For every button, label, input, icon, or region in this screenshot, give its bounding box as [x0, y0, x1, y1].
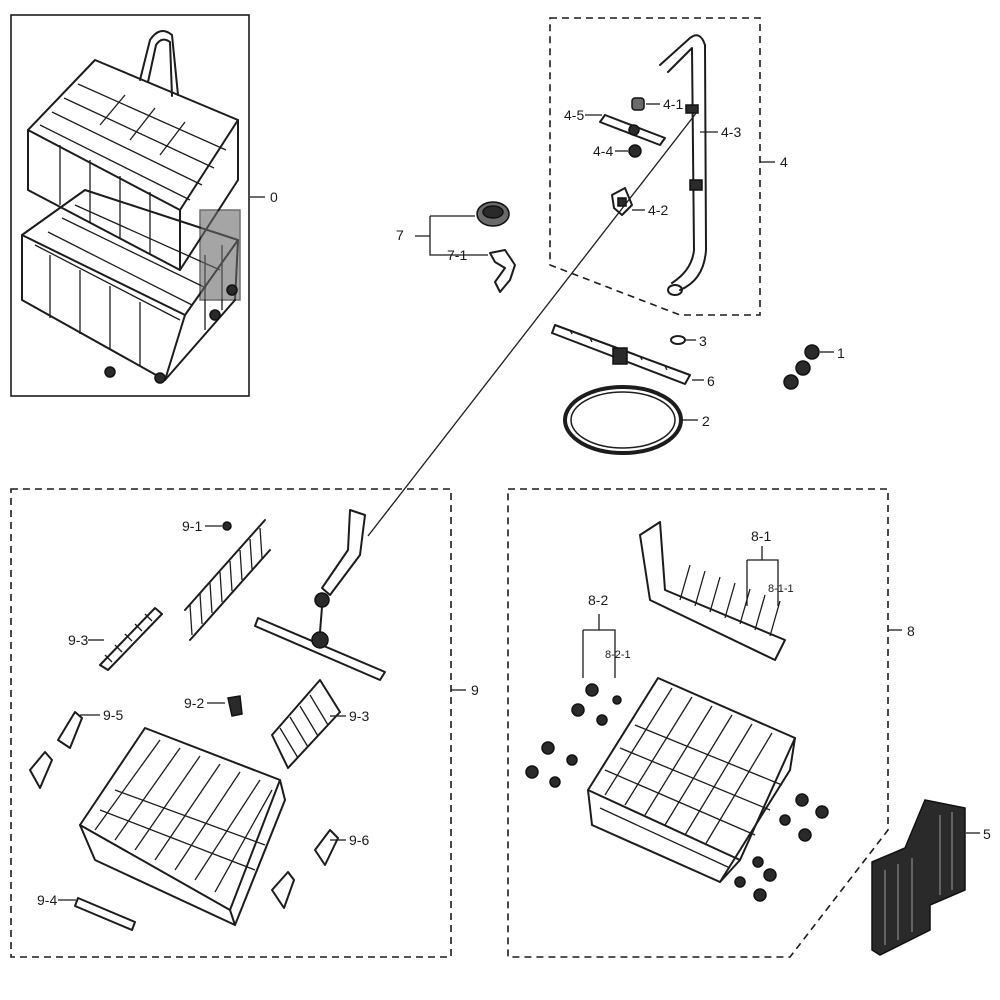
part-9-2-clip	[227, 695, 243, 717]
callout-9-1: 9-1	[182, 518, 202, 534]
upper-spray-arm-illustration	[254, 509, 386, 681]
part-4-2-holder	[611, 187, 633, 216]
callout-4-3: 4-3	[721, 124, 741, 140]
part-9-1-stopper	[222, 521, 232, 531]
callout-3: 3	[699, 333, 707, 349]
group-8-frame	[507, 488, 889, 958]
tine-row-illustration	[184, 519, 271, 641]
callout-4-2: 4-2	[648, 202, 668, 218]
callout-9-3-left: 9-3	[68, 632, 88, 648]
callout-5: 5	[983, 826, 991, 842]
lower-rack-wheels	[525, 683, 829, 902]
connector-line	[367, 111, 698, 537]
callout-8-2: 8-2	[588, 592, 608, 608]
callout-4: 4	[780, 154, 788, 170]
leader-8-2	[582, 614, 616, 678]
part-3-ring	[670, 335, 686, 345]
part-9-5-bracket	[29, 711, 83, 789]
rack-assembly-illustration	[21, 30, 241, 384]
part-4-1-nut	[631, 97, 645, 111]
group-4-frame	[549, 17, 761, 316]
part-9-4-rail	[74, 897, 136, 931]
part-9-3-left-rack	[99, 607, 163, 671]
upper-supply-tube-illustration	[659, 34, 707, 296]
leader-8-1	[746, 546, 779, 606]
leader-7	[415, 215, 488, 256]
callout-9-3-right: 9-3	[349, 708, 369, 724]
callout-8-2-1: 8-2-1	[605, 649, 631, 661]
part-4-5-spray-arm	[599, 114, 666, 146]
callout-9-6: 9-6	[349, 832, 369, 848]
group-0-frame	[10, 14, 250, 397]
callout-4-5: 4-5	[564, 107, 584, 123]
part-9-6-bracket	[271, 829, 339, 909]
upper-basket-illustration	[79, 727, 286, 926]
callout-6: 6	[707, 373, 715, 389]
callout-8: 8	[907, 623, 915, 639]
callout-8-1-1: 8-1-1	[768, 583, 794, 595]
part-7-1-clip	[489, 249, 516, 293]
lower-basket-illustration	[587, 677, 796, 883]
callout-9: 9	[471, 682, 479, 698]
part-5-cutlery-basket	[871, 799, 966, 956]
callout-0: 0	[270, 189, 278, 205]
part-6-spray-arm	[551, 324, 691, 385]
part-2-gasket	[563, 385, 683, 455]
callout-2: 2	[702, 413, 710, 429]
callout-4-1: 4-1	[663, 96, 683, 112]
callout-1: 1	[837, 345, 845, 361]
callout-9-5: 9-5	[103, 707, 123, 723]
group-9-frame	[10, 488, 452, 958]
part-1-wheels	[783, 344, 820, 390]
callout-7-1: 7-1	[447, 247, 467, 263]
part-7-cap	[476, 201, 510, 227]
callout-4-4: 4-4	[593, 143, 613, 159]
callout-8-1: 8-1	[751, 528, 771, 544]
callout-9-4: 9-4	[37, 892, 57, 908]
part-9-3-right-rack	[271, 679, 341, 769]
part-8-1-dish-rack	[639, 521, 786, 661]
part-4-4-cap	[628, 144, 642, 158]
callout-7: 7	[396, 227, 404, 243]
callout-9-2: 9-2	[184, 695, 204, 711]
